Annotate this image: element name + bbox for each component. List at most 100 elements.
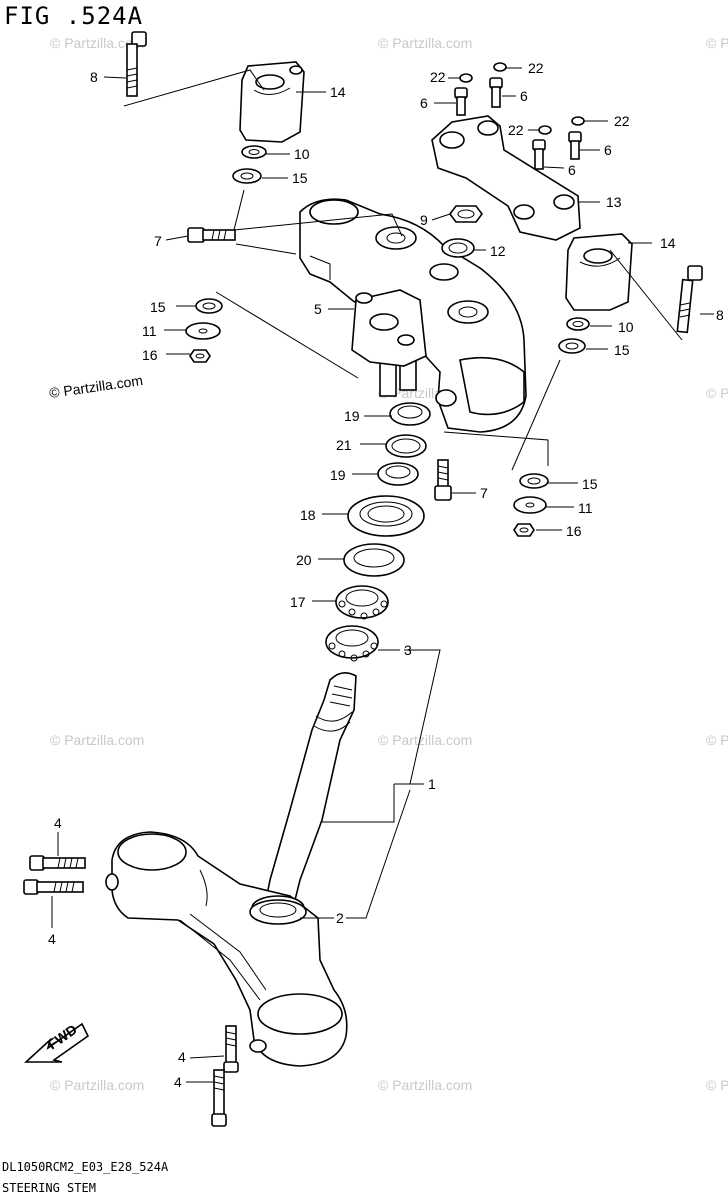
part-holder-13[interactable] xyxy=(431,115,581,241)
part-dust-seal-2[interactable] xyxy=(249,899,307,925)
callout-21: 21 xyxy=(336,437,352,453)
part-washer-21[interactable] xyxy=(385,434,427,458)
callout-19: 19 xyxy=(344,408,360,424)
callout-22: 22 xyxy=(528,60,544,76)
callout-15: 15 xyxy=(614,342,630,358)
part-washer-10-left[interactable] xyxy=(241,145,267,159)
part-washer-15-right[interactable] xyxy=(558,338,586,354)
part-bolt-8-left[interactable] xyxy=(126,31,147,97)
part-bolt-6[interactable] xyxy=(454,87,468,116)
watermark: © Partzilla.com xyxy=(706,385,728,401)
part-cap-22[interactable] xyxy=(571,116,585,126)
callout-10: 10 xyxy=(294,146,310,162)
watermark: © Partzilla.com xyxy=(50,35,144,51)
callout-13: 13 xyxy=(606,194,622,210)
part-race-20[interactable] xyxy=(343,543,405,577)
callout-15: 15 xyxy=(150,299,166,315)
callout-4: 4 xyxy=(54,815,62,831)
callout-22: 22 xyxy=(508,122,524,138)
part-bolt-8-right[interactable] xyxy=(676,265,703,334)
part-bearing-3[interactable] xyxy=(325,625,379,662)
part-bearing-17[interactable] xyxy=(335,585,389,620)
fwd-arrow-icon: FWD xyxy=(23,1021,90,1063)
part-cap-22[interactable] xyxy=(538,125,552,135)
part-locknut-19-lower[interactable] xyxy=(377,462,419,486)
callout-20: 20 xyxy=(296,552,312,568)
watermark: © Partzilla.com xyxy=(378,1077,472,1093)
part-washer-15-left[interactable] xyxy=(232,168,262,184)
part-bolt-7-upper[interactable] xyxy=(187,227,236,243)
watermark: © Partzilla.com xyxy=(50,732,144,748)
callout-11: 11 xyxy=(578,500,593,516)
part-washer-12[interactable] xyxy=(441,238,475,258)
part-seal-18[interactable] xyxy=(347,495,425,537)
watermark: © Partzilla.com xyxy=(48,372,144,401)
part-washer-11-left[interactable] xyxy=(185,322,221,340)
part-bolt-4[interactable] xyxy=(29,855,86,871)
part-washer-11-right[interactable] xyxy=(513,496,547,514)
callout-19: 19 xyxy=(330,467,346,483)
part-clamp-14-left[interactable] xyxy=(239,61,305,143)
callout-18: 18 xyxy=(300,507,316,523)
callout-15: 15 xyxy=(582,476,598,492)
callout-16: 16 xyxy=(142,347,158,363)
callout-6: 6 xyxy=(604,142,612,158)
figure-code: DL1050RCM2_E03_E28_524A xyxy=(2,1160,169,1174)
callout-12: 12 xyxy=(490,243,506,259)
part-bolt-4[interactable] xyxy=(23,879,84,895)
part-washer-15-right-lower[interactable] xyxy=(519,473,549,489)
watermark: © Partzilla.com xyxy=(378,732,472,748)
callout-16: 16 xyxy=(566,523,582,539)
part-cap-22[interactable] xyxy=(493,62,507,72)
callout-22: 22 xyxy=(614,113,630,129)
callout-9: 9 xyxy=(420,212,428,228)
callout-2: 2 xyxy=(336,910,344,926)
part-bolt-7-lower[interactable] xyxy=(434,459,452,501)
callout-5: 5 xyxy=(314,301,322,317)
part-bolt-6[interactable] xyxy=(568,131,582,160)
callout-3: 3 xyxy=(404,642,412,658)
callout-4: 4 xyxy=(48,931,56,947)
part-washer-15-left-lower[interactable] xyxy=(195,298,223,314)
part-bolt-4[interactable] xyxy=(211,1069,227,1127)
part-nut-16-right[interactable] xyxy=(513,523,535,537)
callout-14: 14 xyxy=(660,235,676,251)
part-cap-22[interactable] xyxy=(459,73,473,83)
callout-6: 6 xyxy=(520,88,528,104)
part-lower-bracket[interactable] xyxy=(105,831,348,1067)
callout-17: 17 xyxy=(290,594,306,610)
callout-labels: 8 14 10 15 7 22 22 6 6 22 22 6 6 13 9 12… xyxy=(48,60,724,1090)
callout-6: 6 xyxy=(568,162,576,178)
watermark: © Partzilla.com xyxy=(50,1077,144,1093)
part-washer-10-right[interactable] xyxy=(566,317,590,331)
callout-4: 4 xyxy=(178,1049,186,1065)
callout-6: 6 xyxy=(420,95,428,111)
part-steering-stem-1[interactable] xyxy=(261,672,357,921)
part-nut-16-left[interactable] xyxy=(189,349,211,363)
callout-7: 7 xyxy=(480,485,488,501)
callout-10: 10 xyxy=(618,319,634,335)
callout-22: 22 xyxy=(430,69,446,85)
watermark: © Partzilla.com xyxy=(378,35,472,51)
callout-7: 7 xyxy=(154,233,162,249)
watermark: © Partzilla.com xyxy=(706,732,728,748)
part-bracket-5[interactable] xyxy=(351,289,427,367)
callout-8: 8 xyxy=(716,307,724,323)
part-nut-9[interactable] xyxy=(449,205,483,223)
part-clamp-14-right[interactable] xyxy=(565,233,633,311)
figure-title: FIG .524A xyxy=(4,2,144,30)
leader-lines xyxy=(51,67,714,1083)
part-bolt-6[interactable] xyxy=(532,139,546,170)
part-bolt-4[interactable] xyxy=(223,1025,239,1073)
callout-4: 4 xyxy=(174,1074,182,1090)
watermark: © Partzilla.com xyxy=(706,35,728,51)
callout-15: 15 xyxy=(292,170,308,186)
callout-8: 8 xyxy=(90,69,98,85)
callout-11: 11 xyxy=(142,323,157,339)
figure-name: STEERING STEM xyxy=(2,1181,96,1195)
part-locknut-19-upper[interactable] xyxy=(389,402,431,426)
part-bolt-6[interactable] xyxy=(489,77,503,108)
watermark: © Partzilla.com xyxy=(706,1077,728,1093)
callout-14: 14 xyxy=(330,84,346,100)
